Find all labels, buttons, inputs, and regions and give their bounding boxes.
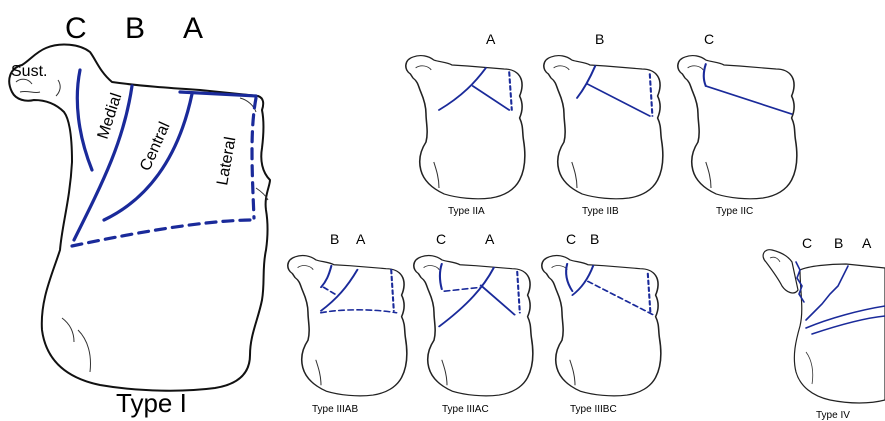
type-iia-letter: A <box>486 31 496 47</box>
type-iv-letter-b: B <box>834 235 843 251</box>
column-letter-b: B <box>125 12 145 45</box>
type-iiibc-figure: C B Type IIIBC <box>542 231 661 415</box>
calcaneus-outline-main <box>9 45 270 391</box>
type-iiiac-letter-a: A <box>485 231 495 247</box>
type-iiiac-letter-c: C <box>436 231 446 247</box>
type-iiiab-caption: Type IIIAB <box>312 404 358 415</box>
type-iiiab-letter-b: B <box>330 231 339 247</box>
type-iia-caption: Type IIA <box>448 206 485 217</box>
type-iv-letter-a: A <box>862 235 872 251</box>
type-iiiac-caption: Type IIIAC <box>442 404 489 415</box>
type-iib-letter: B <box>595 31 604 47</box>
type-iic-figure: C Type IIC <box>678 31 797 217</box>
type-iv-figure: C B A Type IV <box>763 235 885 421</box>
type-iic-letter: C <box>704 31 714 47</box>
type-iv-body-fragment <box>794 264 885 403</box>
type-iiiab-letter-a: A <box>356 231 366 247</box>
type-iiibc-letter-b: B <box>590 231 599 247</box>
region-label-sust: Sust. <box>11 63 47 80</box>
type-iic-caption: Type IIC <box>716 206 753 217</box>
figure-caption-type-i: Type I <box>116 388 187 418</box>
type-iib-figure: B Type IIB <box>544 31 663 217</box>
type-iiibc-letter-c: C <box>566 231 576 247</box>
main-figure: C B A Sust. Medial Central Lateral Type … <box>9 12 270 418</box>
type-iiiab-figure: B A Type IIIAB <box>288 231 407 415</box>
type-iia-figure: A Type IIA <box>406 31 525 217</box>
type-iv-caption: Type IV <box>816 410 850 421</box>
type-iv-sustentaculum-fragment <box>763 250 798 293</box>
type-iib-caption: Type IIB <box>582 206 619 217</box>
type-iiiac-figure: C A Type IIIAC <box>414 231 533 415</box>
column-letter-c: C <box>65 12 87 45</box>
type-iv-letter-c: C <box>802 235 812 251</box>
type-iiibc-caption: Type IIIBC <box>570 404 617 415</box>
column-letter-a: A <box>183 12 203 45</box>
